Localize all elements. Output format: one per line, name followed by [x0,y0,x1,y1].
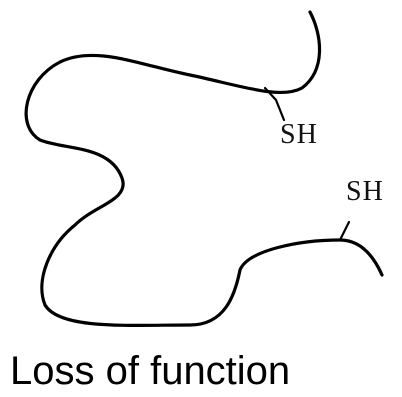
lower-sh-label: SH [346,176,384,207]
lower-thiol-bond [338,220,351,242]
polypeptide-chain [24,10,384,328]
caption-loss-of-function: Loss of function [10,349,290,393]
upper-thiol-bond [263,86,286,122]
upper-sh-label: SH [280,119,318,150]
